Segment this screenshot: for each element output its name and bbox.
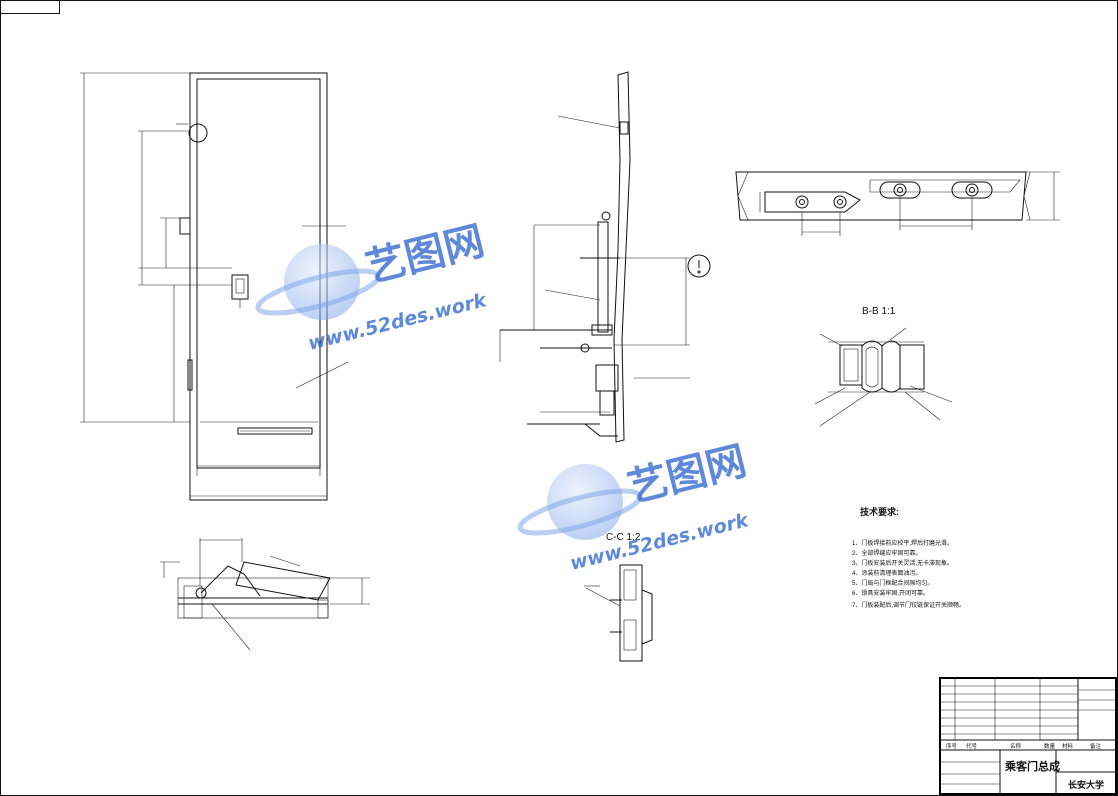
porthole-icon [188,123,208,143]
tech-note-2: 2、全部焊缝应牢固可靠。 [852,549,921,557]
watermark-brand: 艺图网 [623,438,751,512]
section-cc: C-C 1:2 [584,532,653,662]
drawing-name: 乘客门总成 [1004,759,1060,773]
tb-header-remark: 备注 [1090,742,1102,750]
school-name: 长安大学 [1068,779,1104,790]
tech-note-4: 4、涂装前清理表面油污。 [852,569,921,577]
tb-header-qty: 数量 [1044,742,1056,750]
tb-header-code: 代号 [966,742,978,750]
door-side-view [499,71,711,443]
tb-header-name: 名称 [1010,742,1022,750]
tech-note-3: 3、门板安装后开关灵活,无卡滞现象。 [852,559,953,567]
watermark-globe-icon [255,244,381,320]
technical-notes: 技术要求: 1、门板焊接前应校平,焊后打磨光滑。 2、全部焊缝应牢固可靠。 3、… [852,506,965,609]
tb-header-no: 序号 [946,742,958,750]
watermark-brand: 艺图网 [361,218,489,292]
watermark-globe-icon [517,464,643,540]
door-front-view [80,72,349,501]
tech-note-5: 5、门扇与门框配合间隙均匀。 [852,579,933,587]
title-block: 序号 代号 名称 数量 材料 备注 乘客门总成 长安大学 [939,677,1117,795]
watermark-2: 艺图网 www.52des.work [517,438,752,575]
watermark-1: 艺图网 www.52des.work [255,218,490,355]
section-cc-title: C-C 1:2 [606,532,641,543]
lock-icon [231,274,249,300]
tech-note-7: 7、门板装配后,调节门铰链保证开关顺畅。 [852,601,965,609]
tech-note-1: 1、门板焊接前应校平,焊后打磨光滑。 [852,539,953,547]
tech-notes-heading: 技术要求: [860,506,899,517]
section-bb-title: B-B 1:1 [862,306,896,317]
hinge-detail-view [735,171,1060,236]
door-plan-view [160,538,370,651]
tech-note-6: 6、锁具安装牢固,开闭可靠。 [852,589,929,597]
info-marker-icon [687,254,711,278]
tb-header-material: 材料 [1062,742,1074,750]
section-bb: B-B 1:1 [814,306,953,427]
